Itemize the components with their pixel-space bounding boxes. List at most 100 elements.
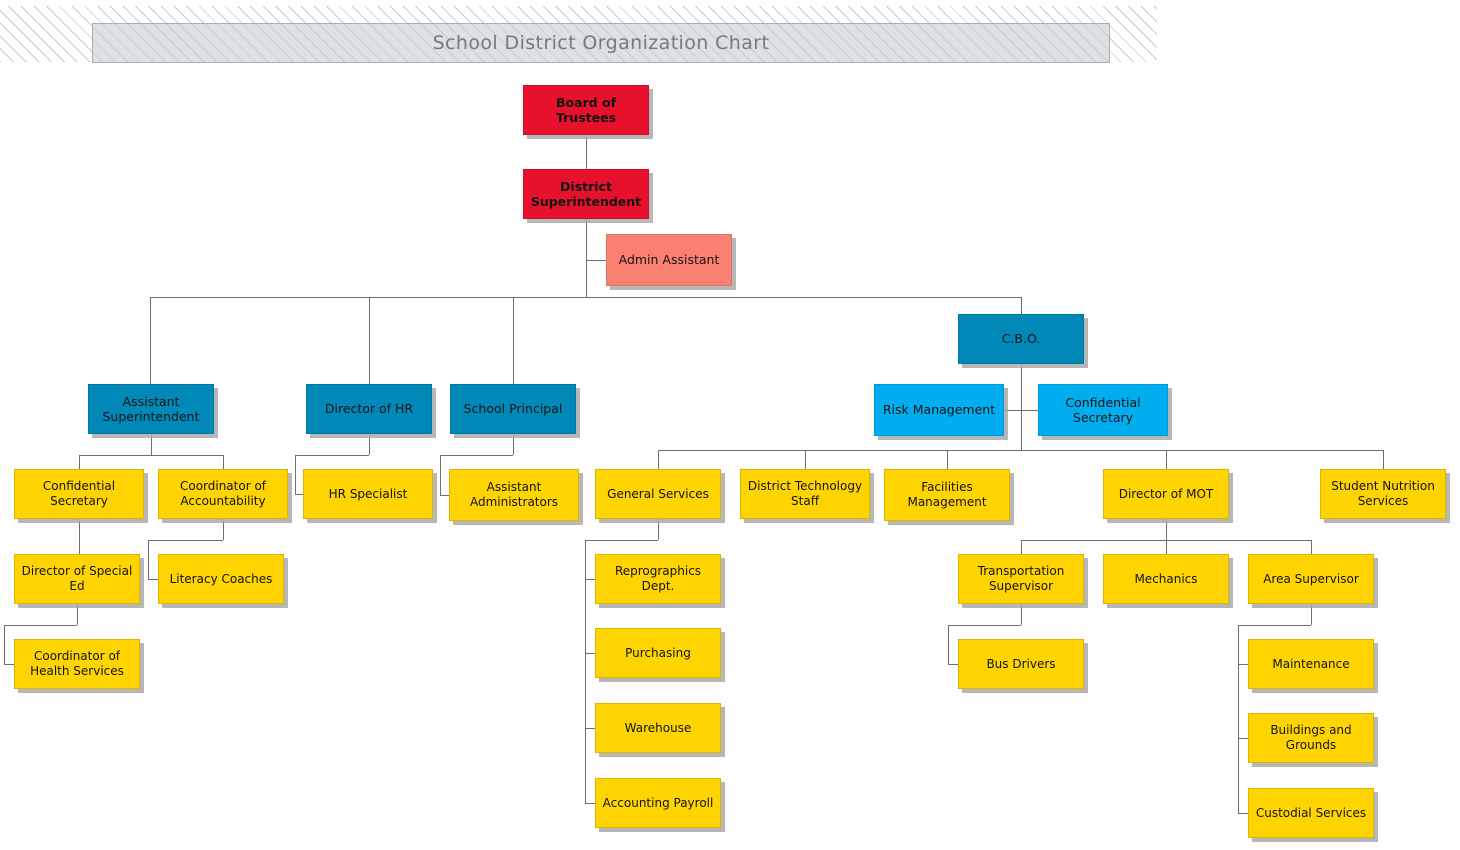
edge-bus-to-general-services [658,450,659,469]
org-node-student_nutrition_services[interactable]: Student Nutrition Services [1320,469,1446,519]
org-node-label: Director of MOT [1108,487,1224,502]
org-node-assistant_administrators[interactable]: Assistant Administrators [449,469,579,521]
org-node-label: Coordinator of Health Services [19,649,135,678]
edge-area-supervisor-to-maintenance [1238,664,1248,665]
edge-coordinator-drop [223,519,224,540]
page-title: School District Organization Chart [433,32,770,54]
org-node-assistant_superintendent[interactable]: Assistant Superintendent [88,384,214,434]
edge-cbo-to-confidential-secretary [1021,410,1038,411]
edge-bus-to-director-of-mot [1166,450,1167,469]
edge-director-hr-down [295,455,296,494]
edge-director-hr-drop [369,434,370,455]
org-node-label: District Superintendent [528,179,644,210]
org-node-label: Student Nutrition Services [1325,479,1441,508]
org-node-risk_management[interactable]: Risk Management [874,384,1004,436]
org-node-hr_specialist[interactable]: HR Specialist [303,469,433,519]
edge-board-to-superintendent [586,135,587,169]
org-node-label: C.B.O. [963,331,1079,346]
org-node-label: Maintenance [1253,657,1369,672]
edge-area-supervisor-to-buildings-and-grounds [1238,738,1248,739]
org-node-transportation_supervisor[interactable]: Transportation Supervisor [958,554,1084,604]
org-node-area_supervisor[interactable]: Area Supervisor [1248,554,1374,604]
cbo-department-bus [658,450,1383,451]
org-node-label: Accounting Payroll [600,796,716,811]
edge-cbo-to-risk-management [1004,410,1021,411]
edge-bus-to-school-principal [513,297,514,384]
title-banner: School District Organization Chart [0,6,1157,62]
org-node-accounting_payroll[interactable]: Accounting Payroll [595,778,721,828]
edge-coordinator-down [148,540,149,579]
org-node-district_technology_staff[interactable]: District Technology Staff [740,469,870,519]
org-node-label: Custodial Services [1253,806,1369,821]
edge-transportation-drop [1021,604,1022,625]
org-node-label: General Services [600,487,716,502]
edge-director-hr-to-specialist [295,494,303,495]
edge-superintendent-spine [586,219,587,297]
edge-coordinator-to-literacy-coaches [148,579,158,580]
org-node-label: Coordinator of Accountability [163,479,283,508]
edge-special-ed-drop [77,604,78,625]
org-node-label: Director of HR [311,401,427,416]
org-node-maintenance[interactable]: Maintenance [1248,639,1374,689]
org-node-literacy_coaches[interactable]: Literacy Coaches [158,554,284,604]
edge-school-principal-down [440,455,441,495]
org-node-label: Transportation Supervisor [963,564,1079,593]
org-node-director_special_ed[interactable]: Director of Special Ed [14,554,140,604]
org-node-coordinator_accountability[interactable]: Coordinator of Accountability [158,469,288,519]
org-node-label: HR Specialist [308,487,428,502]
edge-assistant-superintendent-spine [151,434,152,455]
org-node-bus_drivers[interactable]: Bus Drivers [958,639,1084,689]
edge-school-principal-drop [513,434,514,455]
org-node-label: Assistant Administrators [454,480,574,509]
edge-general-services-to-accounting-payroll [585,803,595,804]
edge-school-principal-run [440,455,513,456]
org-node-label: Director of Special Ed [19,564,135,593]
org-node-custodial_services[interactable]: Custodial Services [1248,788,1374,838]
org-node-label: Confidential Secretary [1043,395,1163,426]
edge-bus-to-director-of-hr [369,297,370,384]
org-node-district_superintendent[interactable]: District Superintendent [523,169,649,219]
org-node-label: District Technology Staff [745,479,865,508]
org-node-reprographics_dept[interactable]: Reprographics Dept. [595,554,721,604]
edge-transportation-to-bus-drivers [948,664,958,665]
org-node-warehouse[interactable]: Warehouse [595,703,721,753]
org-node-label: Reprographics Dept. [600,564,716,593]
org-node-label: Mechanics [1108,572,1224,587]
org-node-label: Warehouse [600,721,716,736]
edge-special-ed-down [4,625,5,664]
edge-area-supervisor-run [1238,625,1311,626]
area-supervisor-spine [1238,625,1239,813]
edge-area-supervisor-to-custodial-services [1238,813,1248,814]
org-node-label: Buildings and Grounds [1253,723,1369,752]
edge-bus-to-district-technology-staff [805,450,806,469]
edge-transportation-down [948,625,949,664]
edge-special-ed-run [4,625,77,626]
org-node-facilities_management[interactable]: Facilities Management [884,469,1010,521]
org-node-confidential_secretary_cbo[interactable]: Confidential Secretary [1038,384,1168,436]
org-node-label: Area Supervisor [1253,572,1369,587]
edge-school-principal-to-assistant-administrators [440,495,449,496]
org-node-admin_assistant[interactable]: Admin Assistant [606,234,732,286]
org-node-school_principal[interactable]: School Principal [450,384,576,434]
org-node-director_of_hr[interactable]: Director of HR [306,384,432,434]
edge-general-services-drop [658,519,659,540]
edge-transportation-run [948,625,1021,626]
org-node-label: Admin Assistant [611,252,727,267]
org-node-mechanics[interactable]: Mechanics [1103,554,1229,604]
main-bus [150,297,1021,298]
org-node-purchasing[interactable]: Purchasing [595,628,721,678]
edge-bus-to-student-nutrition-services [1383,450,1384,469]
edge-superintendent-to-admin-assistant [586,260,606,261]
org-node-label: Risk Management [879,402,999,417]
org-node-general_services[interactable]: General Services [595,469,721,519]
org-node-buildings_and_grounds[interactable]: Buildings and Grounds [1248,713,1374,763]
org-node-cbo[interactable]: C.B.O. [958,314,1084,364]
org-node-board_of_trustees[interactable]: Board of Trustees [523,85,649,135]
edge-to-transportation-supervisor [1021,540,1022,554]
edge-special-ed-to-health-services [4,664,14,665]
edge-cbo-spine [1021,364,1022,450]
org-node-director_of_mot[interactable]: Director of MOT [1103,469,1229,519]
org-node-coordinator_health_services[interactable]: Coordinator of Health Services [14,639,140,689]
edge-bus-to-cbo [1021,297,1022,314]
org-node-confidential_secretary_as[interactable]: Confidential Secretary [14,469,144,519]
